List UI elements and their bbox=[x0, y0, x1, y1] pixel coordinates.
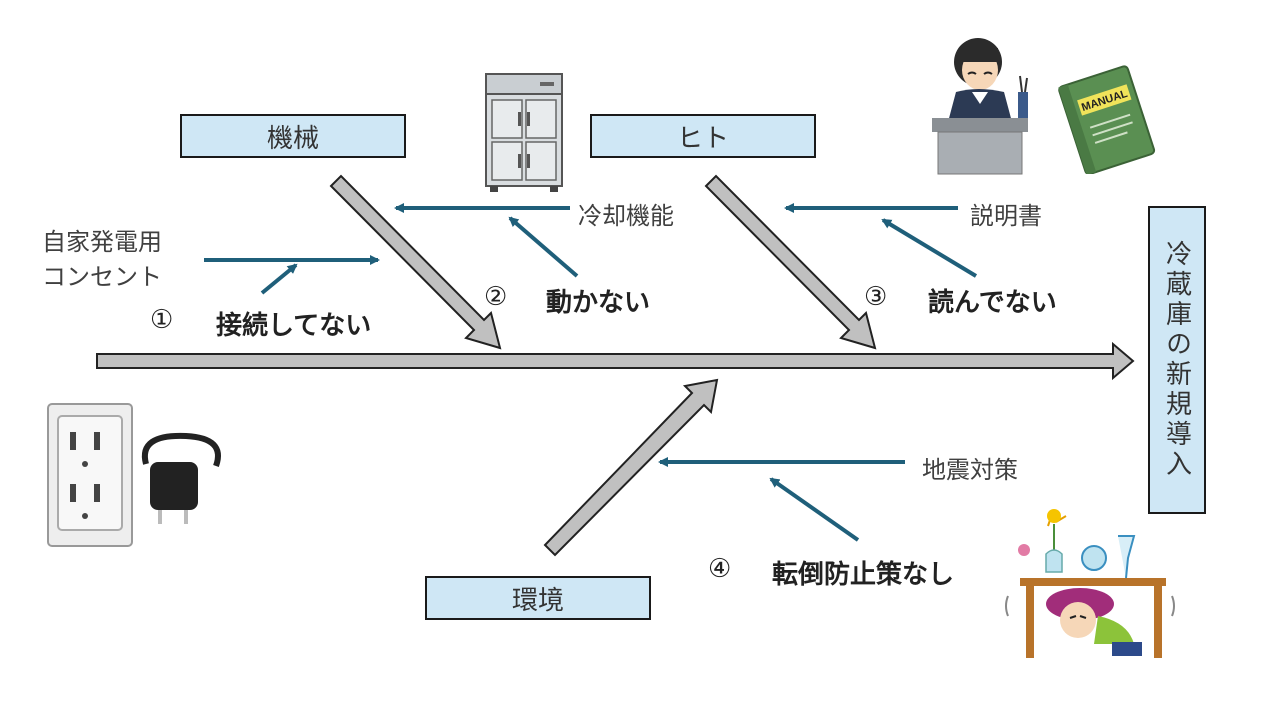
category-human-label: ヒト bbox=[676, 123, 729, 154]
spine-arrow bbox=[96, 341, 1135, 381]
cause4-text: 転倒防止策なし bbox=[772, 560, 955, 590]
factor-outlet-line2: コンセント bbox=[42, 263, 162, 291]
bone-environment-arrow bbox=[543, 378, 719, 557]
factor-quake: 地震対策 bbox=[922, 456, 1018, 484]
cause1-number: ① bbox=[150, 305, 174, 335]
category-machine-label: 機械 bbox=[266, 123, 319, 154]
factor-outlet-line1: 自家発電用 bbox=[42, 228, 162, 256]
cause2-pointer-arrow bbox=[508, 216, 579, 278]
category-machine-box: 機械 bbox=[180, 114, 406, 158]
factor-manual: 説明書 bbox=[970, 202, 1042, 230]
office-worker-illustration bbox=[932, 38, 1028, 175]
cause1-pointer-arrow bbox=[260, 263, 298, 295]
category-human-box: ヒト bbox=[590, 114, 816, 158]
cause2-text: 動かない bbox=[546, 288, 651, 318]
bone-human-arrow bbox=[704, 174, 877, 350]
cause3-number: ③ bbox=[864, 282, 888, 312]
earthquake-illustration bbox=[1005, 509, 1175, 658]
category-environment-label: 環境 bbox=[511, 585, 564, 616]
category-environment-box: 環境 bbox=[425, 576, 651, 620]
refrigerator-illustration bbox=[485, 73, 563, 192]
cause4-pointer-arrow bbox=[769, 477, 860, 542]
cause2-number: ② bbox=[484, 282, 508, 312]
bone-machine-arrow bbox=[329, 174, 502, 350]
outlet-plug-illustration bbox=[47, 403, 221, 547]
cause3-pointer-arrow bbox=[881, 218, 978, 278]
manual-book-illustration: MANUAL bbox=[1058, 65, 1156, 174]
cause1-text: 接続してない bbox=[216, 311, 372, 341]
cause4-number: ④ bbox=[708, 554, 732, 584]
factor-cooling: 冷却機能 bbox=[578, 202, 674, 230]
effect-label: 冷蔵庫の新規導入 bbox=[1161, 240, 1192, 480]
effect-box: 冷蔵庫の新規導入 bbox=[1148, 206, 1206, 514]
cause3-text: 読んでない bbox=[928, 288, 1057, 318]
